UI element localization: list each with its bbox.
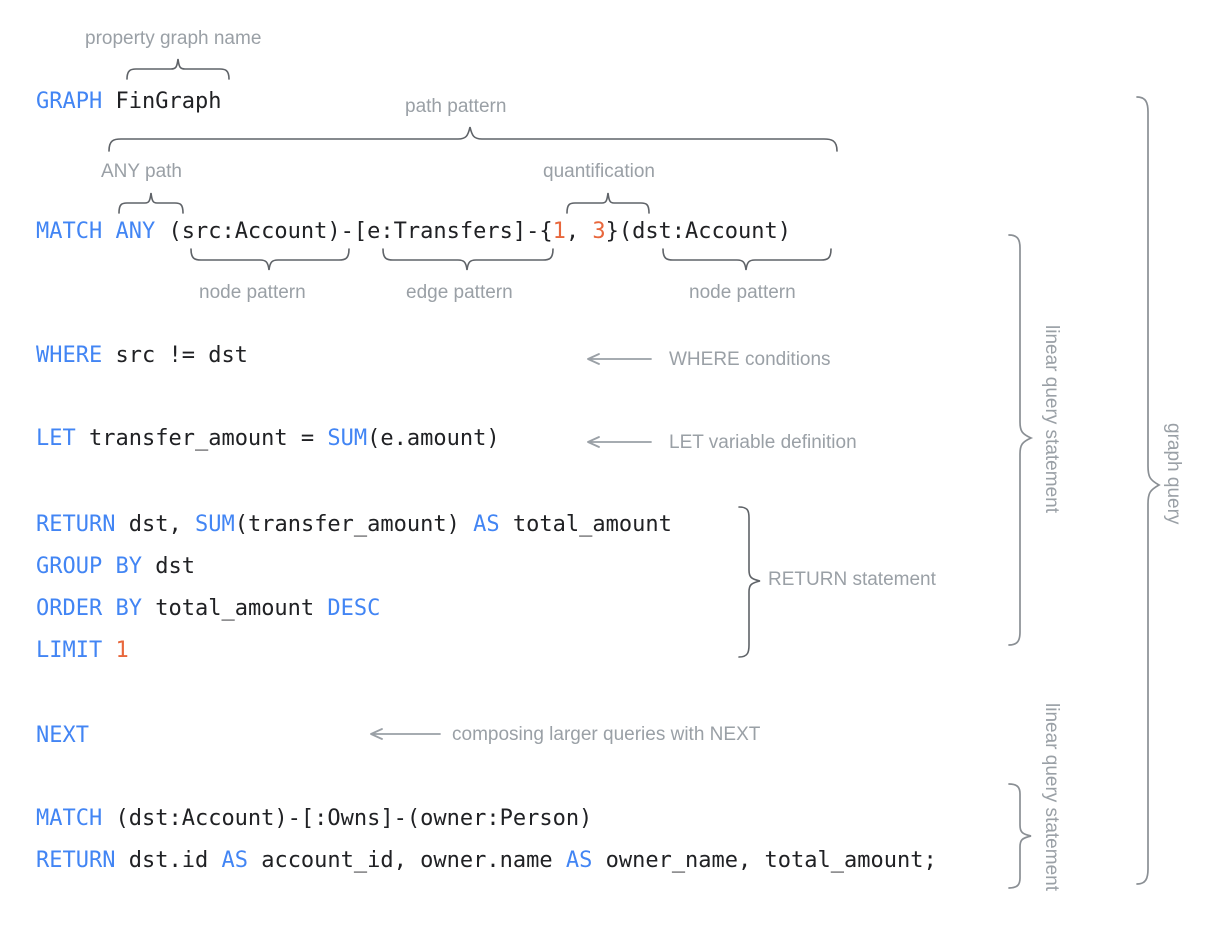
where-expression: src != dst bbox=[102, 343, 248, 368]
arrow-let-variable-definition bbox=[586, 435, 652, 449]
let-variable: transfer_amount = bbox=[75, 426, 328, 451]
arrow-composing-with-next bbox=[369, 727, 441, 741]
code-line-where: WHERE src != dst bbox=[36, 342, 248, 370]
return2-part-a: dst.id bbox=[115, 848, 222, 873]
code-line-match-2: MATCH (dst:Account)-[:Owns]-(owner:Perso… bbox=[36, 805, 592, 833]
graph-name-value: FinGraph bbox=[102, 89, 222, 114]
code-line-return-2: RETURN dst.id AS account_id, owner.name … bbox=[36, 847, 937, 875]
annotation-any-path: ANY path bbox=[101, 161, 182, 182]
order-by-expression: total_amount bbox=[141, 596, 328, 621]
annotation-let-variable-definition: LET variable definition bbox=[669, 432, 857, 453]
keyword-as: AS bbox=[565, 848, 593, 873]
brace-any-path bbox=[118, 192, 184, 214]
keyword-order: ORDER bbox=[36, 596, 103, 621]
annotation-path-pattern: path pattern bbox=[405, 96, 507, 117]
keyword-by: BY bbox=[102, 554, 142, 579]
annotation-edge-pattern: edge pattern bbox=[406, 282, 513, 303]
brace-node-pattern-left bbox=[190, 248, 350, 272]
owns-pattern: (dst:Account)-[:Owns]-(owner:Person) bbox=[102, 806, 593, 831]
code-line-limit: LIMIT 1 bbox=[36, 637, 129, 665]
brace-node-pattern-right bbox=[662, 248, 832, 272]
annotation-node-pattern-right: node pattern bbox=[689, 282, 796, 303]
annotation-property-graph-name: property graph name bbox=[85, 28, 262, 49]
annotation-linear-query-statement-2: linear query statement bbox=[1041, 703, 1062, 891]
brace-quantification bbox=[566, 192, 650, 214]
keyword-graph: GRAPH bbox=[36, 89, 103, 114]
group-by-expression: dst bbox=[141, 554, 195, 579]
quantifier-max: 3 bbox=[592, 219, 606, 244]
brace-linear-query-statement-1 bbox=[1008, 234, 1034, 646]
keyword-as: AS bbox=[221, 848, 248, 873]
limit-space bbox=[102, 638, 115, 663]
arrow-where-conditions bbox=[586, 352, 652, 366]
brace-graph-query bbox=[1136, 96, 1162, 886]
keyword-group: GROUP bbox=[36, 554, 103, 579]
return2-part-c: owner_name, total_amount; bbox=[592, 848, 937, 873]
keyword-limit: LIMIT bbox=[36, 638, 103, 663]
keyword-match: MATCH bbox=[36, 806, 103, 831]
return2-part-b: account_id, owner.name bbox=[247, 848, 566, 873]
keyword-where: WHERE bbox=[36, 343, 103, 368]
keyword-any: ANY bbox=[102, 219, 156, 244]
keyword-match: MATCH bbox=[36, 219, 103, 244]
brace-linear-query-statement-2 bbox=[1008, 783, 1034, 889]
keyword-return: RETURN bbox=[36, 848, 116, 873]
function-sum: SUM bbox=[194, 512, 235, 537]
annotation-linear-query-statement-1: linear query statement bbox=[1041, 325, 1062, 513]
keyword-as: AS bbox=[473, 512, 500, 537]
keyword-by: BY bbox=[102, 596, 142, 621]
keyword-desc: DESC bbox=[327, 596, 381, 621]
brace-edge-pattern bbox=[382, 248, 554, 272]
code-line-group-by: GROUP BY dst bbox=[36, 553, 195, 581]
code-line-match: MATCH ANY (src:Account)-[e:Transfers]-{1… bbox=[36, 218, 791, 246]
annotation-composing-with-next: composing larger queries with NEXT bbox=[452, 724, 761, 745]
annotation-graph-query: graph query bbox=[1163, 423, 1184, 525]
function-sum: SUM bbox=[327, 426, 368, 451]
annotation-return-statement: RETURN statement bbox=[768, 569, 936, 590]
code-line-order-by: ORDER BY total_amount DESC bbox=[36, 595, 380, 623]
quantifier-separator: , bbox=[565, 219, 593, 244]
annotation-node-pattern-left: node pattern bbox=[199, 282, 306, 303]
annotation-where-conditions: WHERE conditions bbox=[669, 349, 831, 370]
dst-node-pattern: }(dst:Account) bbox=[605, 219, 792, 244]
brace-property-graph-name bbox=[126, 58, 230, 80]
code-line-return-1: RETURN dst, SUM(transfer_amount) AS tota… bbox=[36, 511, 672, 539]
code-line-next: NEXT bbox=[36, 722, 89, 750]
src-node-pattern: (src:Account)-[e:Transfers]-{ bbox=[155, 219, 553, 244]
brace-return-statement bbox=[738, 506, 764, 658]
return-columns-c: total_amount bbox=[499, 512, 672, 537]
keyword-next: NEXT bbox=[36, 723, 89, 748]
keyword-return: RETURN bbox=[36, 512, 116, 537]
return-columns-a: dst, bbox=[115, 512, 195, 537]
let-arguments: (e.amount) bbox=[367, 426, 500, 451]
code-line-graph: GRAPH FinGraph bbox=[36, 88, 221, 116]
quantifier-min: 1 bbox=[552, 219, 566, 244]
limit-value: 1 bbox=[115, 638, 129, 663]
brace-path-pattern bbox=[108, 126, 838, 152]
annotation-quantification: quantification bbox=[543, 161, 655, 182]
code-line-let: LET transfer_amount = SUM(e.amount) bbox=[36, 425, 500, 453]
return-columns-b: (transfer_amount) bbox=[234, 512, 474, 537]
keyword-let: LET bbox=[36, 426, 76, 451]
